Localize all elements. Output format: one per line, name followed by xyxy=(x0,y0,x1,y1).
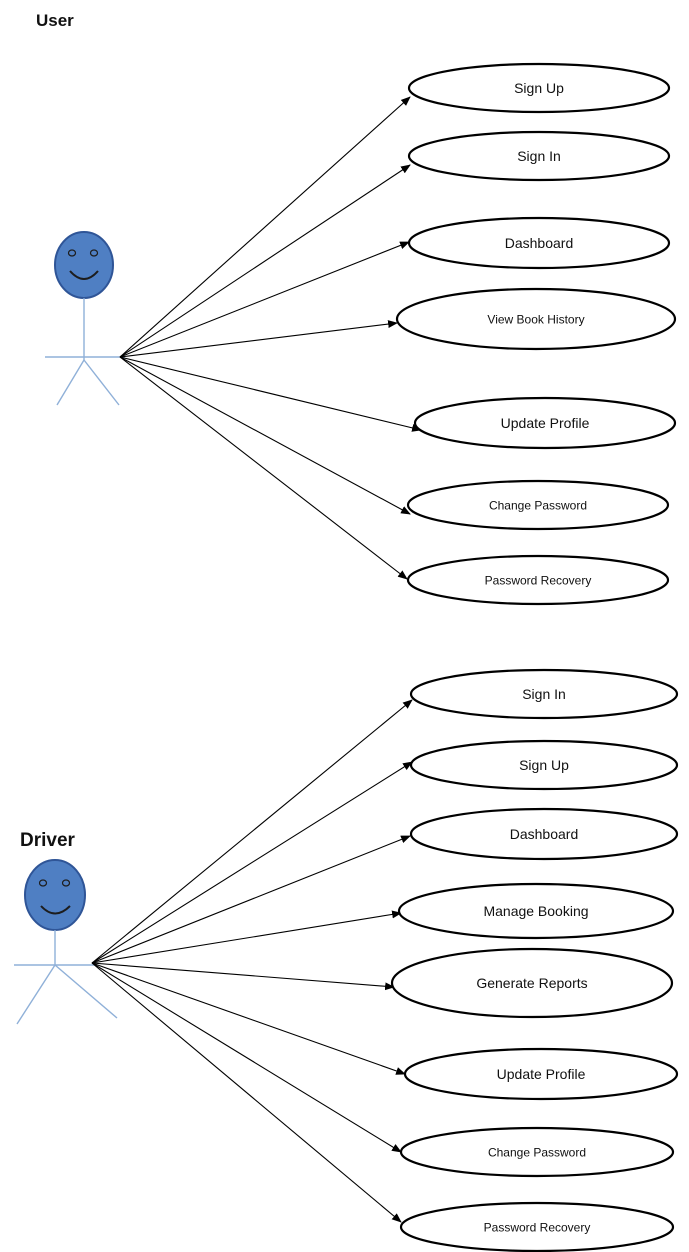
use-case-label: Change Password xyxy=(488,1145,586,1159)
use-case: Dashboard xyxy=(407,216,671,270)
actor-title-user: User xyxy=(36,11,74,30)
use-case-ellipse xyxy=(409,668,679,720)
association-arrow xyxy=(91,962,402,1153)
use-case: View Book History xyxy=(395,287,677,351)
association-arrow xyxy=(119,356,411,515)
use-case-ellipse xyxy=(406,554,670,606)
association-arrow xyxy=(91,962,402,1223)
stick-figure-body xyxy=(45,298,125,406)
use-case: Generate Reports xyxy=(390,947,674,1019)
association-arrow xyxy=(91,835,411,964)
use-case-label: Update Profile xyxy=(497,1066,586,1082)
use-case: Manage Booking xyxy=(397,882,675,940)
use-case: Sign In xyxy=(407,130,671,182)
use-case: Update Profile xyxy=(413,396,677,450)
use-case-ellipse xyxy=(407,216,671,270)
use-case-ellipse xyxy=(395,287,677,351)
use-case-ellipse xyxy=(406,479,670,531)
associations xyxy=(91,96,422,1223)
use-case-label: Password Recovery xyxy=(484,1220,591,1234)
use-case-ellipse xyxy=(409,807,679,861)
use-case-label: Update Profile xyxy=(501,415,590,431)
use-case-ellipse xyxy=(403,1047,679,1101)
association-arrow xyxy=(91,761,413,964)
use-case: Password Recovery xyxy=(406,554,670,606)
use-case: Change Password xyxy=(406,479,670,531)
use-case-ellipse xyxy=(399,1126,675,1178)
use-case-label: Dashboard xyxy=(510,826,579,842)
association-arrow xyxy=(119,320,398,358)
use-case-label: Generate Reports xyxy=(476,975,587,991)
smiley-face-icon xyxy=(24,859,86,931)
use-case-label: View Book History xyxy=(487,312,584,326)
use-case-ellipse xyxy=(407,130,671,182)
association-arrow xyxy=(119,356,408,580)
use-case-label: Sign Up xyxy=(519,757,569,773)
use-case-label: Change Password xyxy=(489,498,587,512)
use-case-label: Sign Up xyxy=(514,80,564,96)
actor-user xyxy=(45,231,125,406)
use-case: Update Profile xyxy=(403,1047,679,1101)
use-case-label: Manage Booking xyxy=(483,903,588,919)
actor-title-driver: Driver xyxy=(20,830,76,851)
stick-figure-body xyxy=(14,930,118,1025)
use-case: Password Recovery xyxy=(399,1201,675,1252)
use-case-label: Sign In xyxy=(517,148,561,164)
actor-driver xyxy=(14,859,118,1025)
association-arrow xyxy=(91,962,395,991)
association-arrow xyxy=(91,910,402,964)
use-case-ellipse xyxy=(390,947,674,1019)
use-case: Sign In xyxy=(409,668,679,720)
use-case-label: Password Recovery xyxy=(485,573,592,587)
use-case-ellipse xyxy=(413,396,677,450)
use-case: Sign Up xyxy=(407,62,671,114)
use-case-label: Sign In xyxy=(522,686,566,702)
association-arrow xyxy=(91,699,413,964)
association-arrow xyxy=(119,356,422,432)
use-case-ellipse xyxy=(409,739,679,791)
use-case: Sign Up xyxy=(409,739,679,791)
use-case-ellipse xyxy=(407,62,671,114)
association-arrow xyxy=(119,96,411,358)
use-case: Change Password xyxy=(399,1126,675,1178)
use-case-ellipse xyxy=(397,882,675,940)
use-case-label: Dashboard xyxy=(505,235,574,251)
smiley-face-icon xyxy=(54,231,114,299)
use-case: Dashboard xyxy=(409,807,679,861)
association-arrow xyxy=(119,241,410,358)
use-case-ellipse xyxy=(399,1201,675,1252)
association-arrow xyxy=(91,962,406,1075)
association-arrow xyxy=(119,164,411,358)
